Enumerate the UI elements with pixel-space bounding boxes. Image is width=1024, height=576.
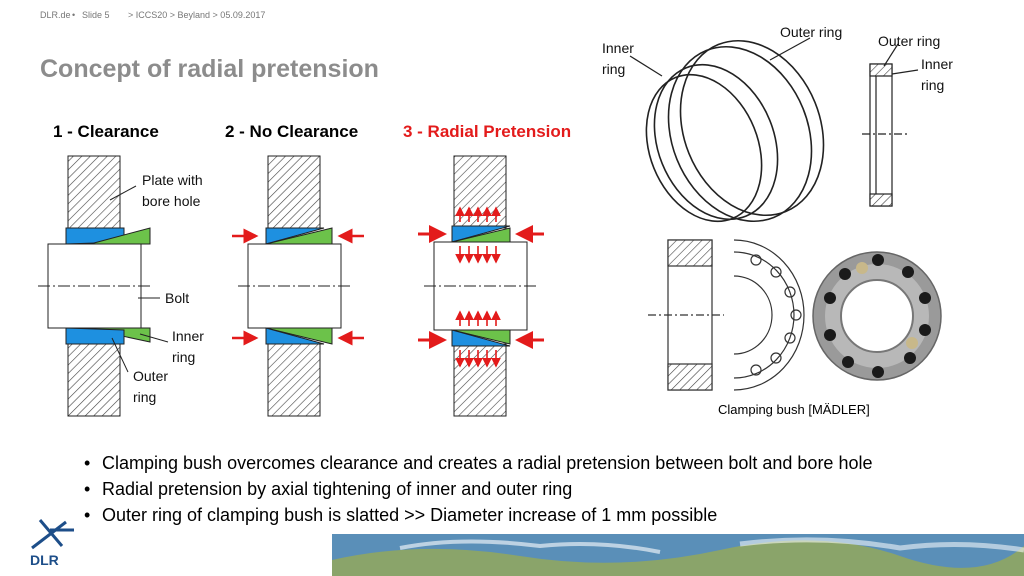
plate-upper [453,155,507,229]
header-slide: Slide 5 [82,10,110,20]
outer-ring-label: Outer ring [133,368,169,405]
bullet-item: Outer ring of clamping bush is slatted >… [84,502,872,528]
plate-upper [67,155,121,229]
plate-leader [109,185,137,201]
image-caption: Clamping bush [MÄDLER] [718,402,870,417]
panel-label-no-clearance: 2 - No Clearance [225,122,359,141]
slide-title: Concept of radial pretension [40,55,379,83]
outer-ring-lower [65,327,125,345]
outer-ring-leader [111,337,129,373]
outer-ring-lower [265,327,325,345]
dlr-logo-text: DLR [30,552,59,568]
earth-image-strip [332,534,1024,576]
panel-radial-pretension-drawing [418,155,544,417]
plate-lower [267,343,321,417]
ring-section-drawing [862,43,919,207]
right-outer-ring-label: Outer ring [780,24,843,40]
bullet-item: Radial pretension by axial tightening of… [84,476,872,502]
panel-label-clearance: 1 - Clearance [53,122,159,141]
inner-ring-label: Inner ring [172,328,204,365]
bolt-label: Bolt [165,290,190,306]
header-breadcrumb: > ICCS20 > Beyland > 05.09.2017 [128,10,266,20]
right-inner-ring-label: Inner ring [602,40,634,77]
inner-ring-lower [265,327,333,345]
panel-clearance-drawing [38,155,169,417]
plate-upper [267,155,321,229]
ring-perspective-drawing [629,37,825,223]
panel-no-clearance-drawing [232,155,364,417]
plate-lower [67,343,121,417]
plate-lower [453,343,507,417]
header-source: DLR.de [40,10,71,20]
clamping-bush-photo [812,251,942,381]
header-separator: • [72,10,76,20]
clamping-bush-drawing [648,239,805,391]
inner-ring-leader [139,333,169,343]
section-outer-ring-label: Outer ring [878,33,941,49]
dlr-logo-mark [31,519,74,550]
pretension-arrows-upper [455,206,501,264]
pretension-arrows-lower [455,310,501,368]
outer-ring-lower [451,329,511,347]
section-inner-ring-label: Inner ring [921,56,953,93]
panel-label-radial-pretension: 3 - Radial Pretension [403,122,572,141]
plate-label: Plate with bore hole [142,172,203,209]
bullet-item: Clamping bush overcomes clearance and cr… [84,450,872,476]
bullet-list: Clamping bush overcomes clearance and cr… [84,450,872,528]
